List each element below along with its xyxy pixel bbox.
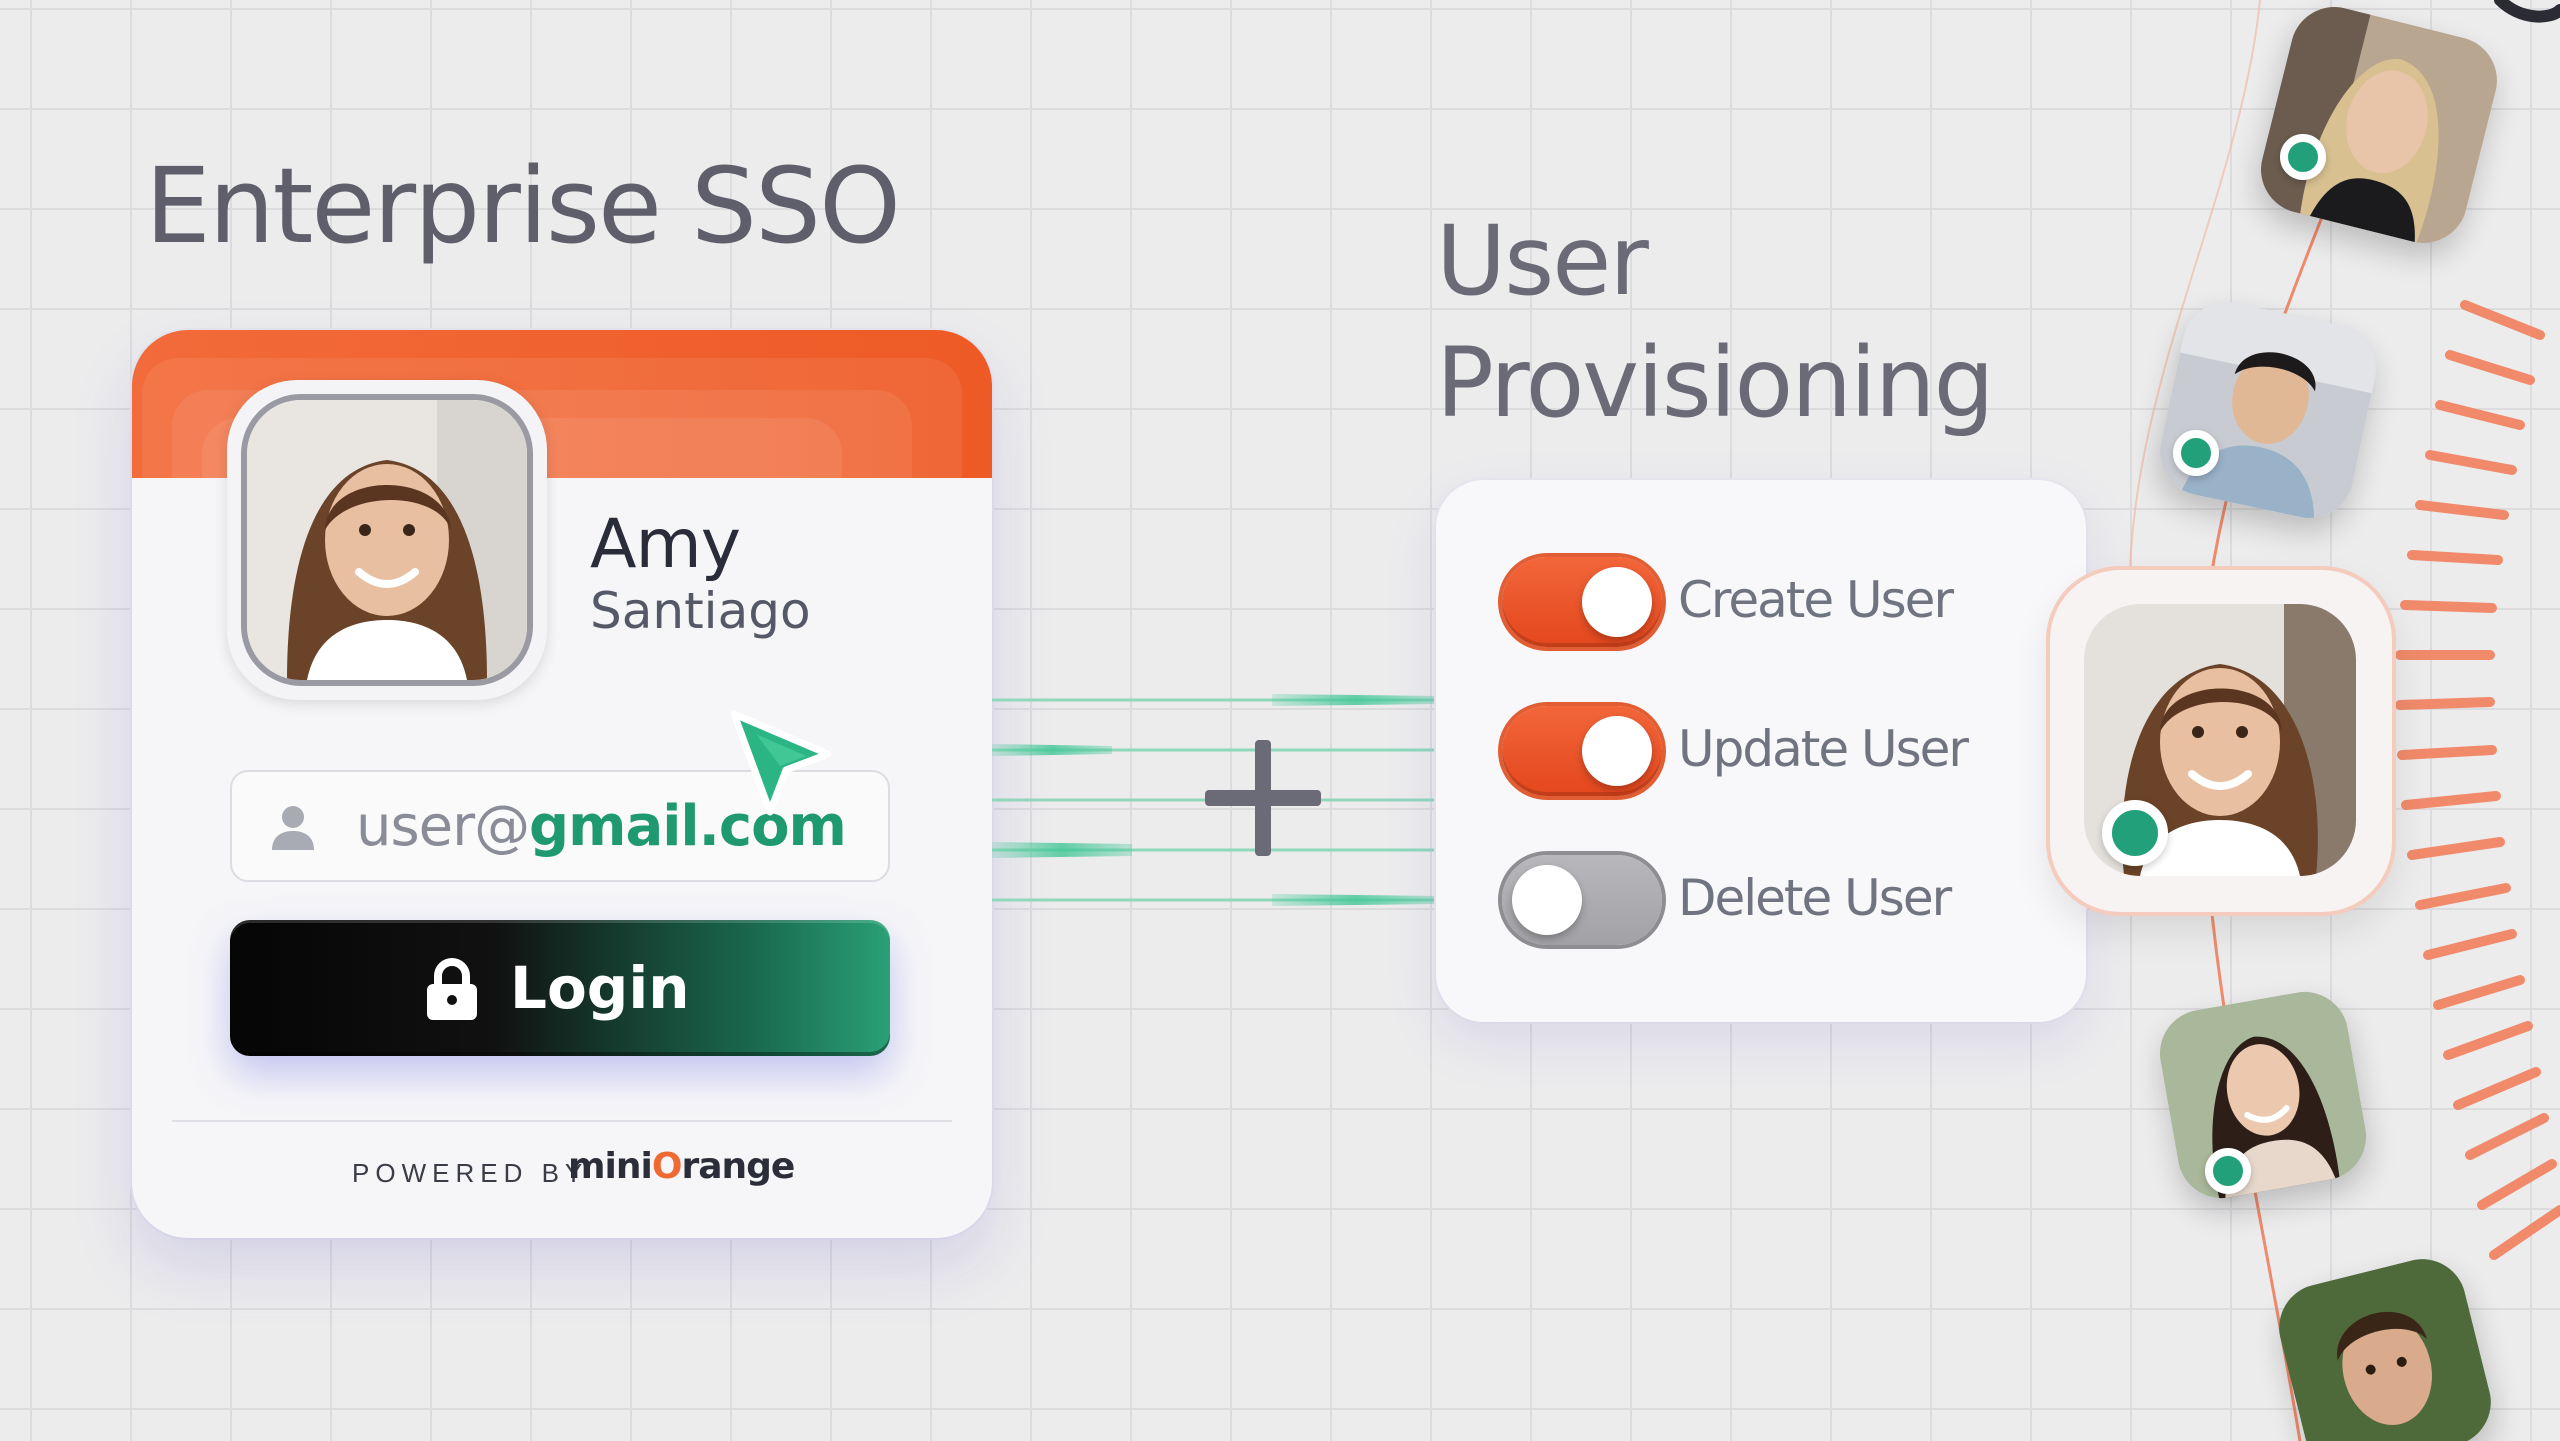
user-avatar-2 bbox=[2151, 293, 2385, 527]
update-user-label: Update User bbox=[1678, 720, 1969, 778]
delete-user-toggle[interactable] bbox=[1502, 855, 1662, 945]
brand-prefix: mini bbox=[568, 1146, 653, 1187]
heading-line-2: Provisioning bbox=[1436, 327, 1994, 439]
orbit-decoration bbox=[2128, 0, 2560, 1441]
toggle-knob bbox=[1512, 865, 1582, 935]
status-dot bbox=[2205, 1148, 2251, 1194]
avatar-photo bbox=[241, 394, 533, 686]
user-avatar-1 bbox=[2251, 0, 2507, 253]
status-dot bbox=[2173, 430, 2219, 476]
cursor-icon bbox=[730, 710, 832, 816]
user-avatar-3 bbox=[2152, 984, 2374, 1206]
brand-o: O bbox=[651, 1146, 683, 1187]
powered-by-label: POWERED BY bbox=[352, 1158, 589, 1188]
status-dot bbox=[2102, 800, 2168, 866]
login-button[interactable]: Login bbox=[230, 920, 890, 1056]
update-user-toggle[interactable] bbox=[1502, 706, 1662, 796]
status-dot bbox=[2280, 134, 2326, 180]
provisioning-panel: Create User Update User Delete User bbox=[1436, 480, 2086, 1022]
toggle-knob bbox=[1582, 716, 1652, 786]
heading-enterprise-sso: Enterprise SSO bbox=[145, 145, 901, 267]
user-last-name: Santiago bbox=[590, 582, 811, 640]
lock-icon bbox=[427, 958, 477, 1020]
user-avatar-4 bbox=[2269, 1249, 2501, 1441]
user-icon bbox=[272, 806, 314, 850]
connector-lines bbox=[992, 694, 1438, 906]
brand-suffix: range bbox=[681, 1146, 795, 1187]
brand-logo: miniOrange bbox=[568, 1146, 795, 1187]
email-field[interactable]: user@ gmail.com bbox=[230, 770, 890, 882]
heading-line-1: User bbox=[1436, 205, 1649, 317]
create-user-label: Create User bbox=[1678, 571, 1954, 629]
delete-user-label: Delete User bbox=[1678, 869, 1952, 927]
heading-user-provisioning: User Provisioning bbox=[1436, 200, 1994, 444]
profile-avatar bbox=[227, 380, 547, 700]
login-card: Amy Santiago user@ gmail.com Login POWER… bbox=[132, 330, 992, 1238]
login-label: Login bbox=[510, 954, 690, 1022]
selected-user-frame bbox=[2050, 570, 2392, 912]
user-first-name: Amy bbox=[590, 505, 741, 584]
divider bbox=[172, 1120, 952, 1122]
email-username: user@ bbox=[356, 794, 530, 859]
email-domain: gmail.com bbox=[529, 794, 847, 859]
create-user-toggle[interactable] bbox=[1502, 557, 1662, 647]
plus-icon bbox=[1205, 740, 1321, 856]
toggle-knob bbox=[1582, 567, 1652, 637]
